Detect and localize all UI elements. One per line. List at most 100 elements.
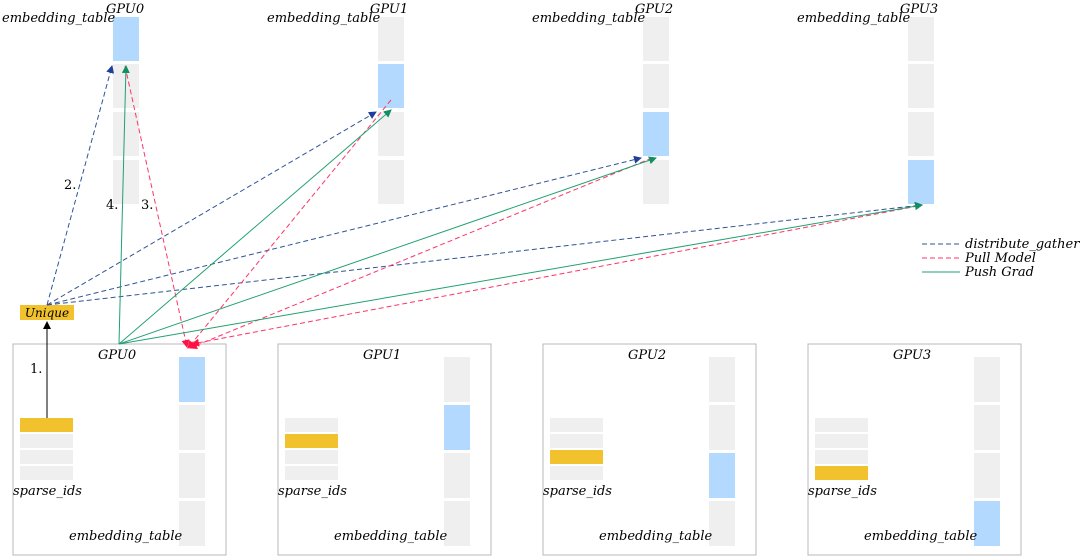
gpu-box-0-id-0: [20, 418, 73, 432]
gpu-box-2-emb-3: [709, 501, 735, 546]
gpu-box-1-emb-3: [444, 501, 470, 546]
gpu-box-0-emb-0: [179, 357, 205, 402]
step-label-1: 1.: [30, 362, 42, 377]
gpu-box-2-title: GPU2: [628, 348, 666, 363]
top-table-gpu1-row-1: [378, 64, 404, 108]
arrow-pull-gpu0: [124, 65, 190, 348]
top-table-gpu1-row-2: [378, 112, 404, 156]
step-label-3: 3.: [141, 198, 153, 213]
top-table-gpu0: embedding_table GPU0: [2, 2, 144, 204]
top-table-gpu0-row-0: [113, 17, 139, 61]
top-table-gpu1: embedding_table GPU1: [267, 2, 408, 204]
gpu-box-2-emb-1: [709, 405, 735, 450]
gpu-box-2: GPU2 sparse_ids embedding_table: [542, 343, 757, 556]
arrow-push-gpu0: [118, 65, 130, 345]
gpu-box-1: GPU1 sparse_ids embedding_table: [277, 343, 492, 556]
gpu-box-0-title: GPU0: [98, 348, 136, 363]
legend-label-push-grad: Push Grad: [964, 265, 1034, 280]
gpu-box-3-title: GPU3: [893, 348, 931, 363]
arrow-push-gpu3: [118, 202, 923, 345]
arrow-dist-gpu3: [46, 201, 923, 306]
gpu-box-3-table-label: embedding_table: [864, 529, 977, 544]
top-table-gpu2-label: embedding_table: [532, 11, 645, 26]
arrow-pull-gpu2: [189, 157, 653, 350]
gpu-box-1-id-3: [285, 466, 338, 480]
top-table-gpu3-row-1: [908, 64, 934, 108]
arrows: [43, 65, 923, 418]
gpu-box-0-emb-2: [179, 453, 205, 498]
gpu-box-3: GPU3 sparse_ids embedding_table: [807, 343, 1022, 556]
gpu-box-2-sparse-label: sparse_ids: [543, 484, 612, 499]
gpu-box-0-sparse-label: sparse_ids: [13, 484, 82, 499]
top-table-gpu2-row-3: [643, 160, 669, 204]
gpu-box-1-table-label: embedding_table: [334, 529, 447, 544]
gpu-box-3-emb-0: [974, 357, 1000, 402]
gpu-box-3-sparse-label: sparse_ids: [808, 484, 877, 499]
gpu-box-0-emb-3: [179, 501, 205, 546]
gpu-box-1-id-0: [285, 418, 338, 432]
gpu-box-1-id-2: [285, 450, 338, 464]
gpu-box-0-emb-1: [179, 405, 205, 450]
top-table-gpu3-gpu: GPU3: [900, 2, 938, 17]
gpu-box-0-id-2: [20, 450, 73, 464]
top-table-gpu3-row-2: [908, 112, 934, 156]
arrow-pull-gpu3: [191, 205, 919, 347]
top-embedding-tables: embedding_table GPU0 embedding_table GPU…: [2, 2, 938, 204]
gpu-box-2-emb-0: [709, 357, 735, 402]
gpu-box-0-id-3: [20, 466, 73, 480]
legend-label-pull-model: Pull Model: [964, 251, 1036, 266]
top-table-gpu2-row-1: [643, 64, 669, 108]
step-label-2: 2.: [64, 178, 76, 193]
gpu-box-2-id-1: [550, 434, 603, 448]
gpu-box-1-emb-2: [444, 453, 470, 498]
gpu-box-2-emb-2: [709, 453, 735, 498]
gpu-box-3-id-3: [815, 466, 868, 480]
arrow-dist-gpu1: [46, 111, 377, 306]
unique-node: Unique: [20, 305, 74, 320]
gpu-box-1-sparse-label: sparse_ids: [278, 484, 347, 499]
gpu-box-3-emb-1: [974, 405, 1000, 450]
top-table-gpu0-gpu: GPU0: [106, 2, 144, 17]
gpu-box-1-id-1: [285, 434, 338, 448]
gpu-box-3-id-1: [815, 434, 868, 448]
gpu-box-2-id-3: [550, 466, 603, 480]
arrow-dist-gpu0: [46, 65, 115, 306]
arrow-dist-gpu2: [46, 155, 642, 306]
gpu-box-2-id-0: [550, 418, 603, 432]
gpu-box-3-emb-2: [974, 453, 1000, 498]
top-table-gpu1-row-3: [378, 160, 404, 204]
top-table-gpu3-row-0: [908, 17, 934, 61]
gpu-box-1-title: GPU1: [363, 348, 401, 363]
unique-label: Unique: [25, 306, 69, 320]
gpu-box-1-emb-1: [444, 405, 470, 450]
legend: distribute_gather Pull Model Push Grad: [922, 237, 1080, 280]
top-table-gpu1-label: embedding_table: [267, 11, 380, 26]
gpu-box-0-id-1: [20, 434, 73, 448]
gpu-box-1-emb-0: [444, 357, 470, 402]
gpu-box-3-id-2: [815, 450, 868, 464]
top-table-gpu3-label: embedding_table: [797, 11, 910, 26]
gpu-box-0: GPU0 sparse_ids embedding_table: [12, 343, 227, 556]
gpu-boxes: GPU0 sparse_ids embedding_table GPU1 spa…: [12, 343, 1022, 556]
legend-label-distribute-gather: distribute_gather: [965, 237, 1080, 252]
top-table-gpu1-gpu: GPU1: [370, 2, 408, 17]
top-table-gpu0-row-3: [113, 160, 139, 204]
top-table-gpu0-row-2: [113, 112, 139, 156]
gpu-box-3-id-0: [815, 418, 868, 432]
unique-box: [20, 305, 74, 320]
step-label-4: 4.: [106, 198, 118, 213]
top-table-gpu1-row-0: [378, 17, 404, 61]
top-table-gpu2-gpu: GPU2: [635, 2, 673, 17]
top-table-gpu0-label: embedding_table: [2, 11, 115, 26]
arrow-pull-gpu1: [187, 99, 392, 349]
top-table-gpu2: embedding_table GPU2: [532, 2, 673, 204]
gpu-box-2-frame: [542, 343, 757, 556]
gpu-box-2-id-2: [550, 450, 603, 464]
top-table-gpu3-row-3: [908, 160, 934, 204]
top-table-gpu3: embedding_table GPU3: [797, 2, 938, 204]
top-table-gpu2-row-2: [643, 112, 669, 156]
arrow-push-gpu2: [118, 156, 657, 345]
gpu-box-3-frame: [807, 343, 1022, 556]
arrow-push-gpu1: [118, 109, 392, 345]
